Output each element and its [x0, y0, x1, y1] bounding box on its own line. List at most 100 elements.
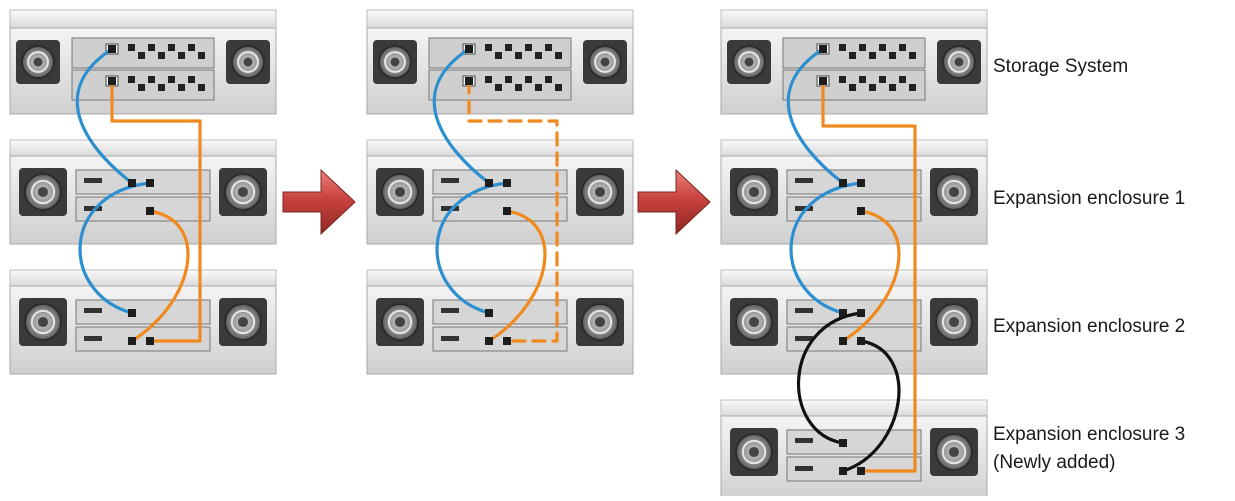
- chassis-top: [720, 399, 988, 417]
- host-port-icon: [839, 44, 846, 51]
- cable-orange: [821, 79, 917, 473]
- cable-connector: [839, 337, 847, 345]
- host-port-icon: [148, 44, 155, 51]
- label-expansion-enclosure-1: Expansion enclosure 1: [993, 188, 1186, 209]
- cable-blue: [432, 47, 491, 185]
- fan-ring: [741, 179, 767, 205]
- expansion-enclosure-unit: [720, 139, 988, 245]
- chassis-top: [720, 269, 988, 287]
- fan-hub: [390, 57, 400, 67]
- host-port-icon: [178, 84, 185, 91]
- cable-orange-removed: [467, 79, 559, 343]
- fan-ring: [741, 309, 767, 335]
- cable-connector: [485, 337, 493, 345]
- cable-connector: [857, 207, 865, 215]
- host-port-icon: [188, 44, 195, 51]
- fan-hub: [243, 57, 253, 67]
- chassis-top: [9, 9, 277, 29]
- host-port-icon: [879, 44, 886, 51]
- label-expansion-enclosure-2: Expansion enclosure 2: [993, 316, 1186, 337]
- host-port-icon: [128, 76, 135, 83]
- storage-system-unit: [9, 9, 277, 115]
- cable-blue: [786, 47, 845, 185]
- cable-connector: [503, 337, 511, 345]
- cable-connector: [857, 337, 865, 345]
- host-port-icon: [158, 52, 165, 59]
- fan-ring: [587, 309, 613, 335]
- fan-hub: [748, 316, 760, 328]
- host-port-icon: [859, 76, 866, 83]
- cable-connector: [857, 309, 865, 317]
- module-handle: [795, 438, 813, 443]
- fan-hub: [600, 57, 610, 67]
- module-handle: [795, 336, 813, 341]
- cable-connector: [108, 77, 116, 85]
- host-port-icon: [899, 76, 906, 83]
- cable-orange: [110, 79, 202, 343]
- cables-layer: [75, 45, 917, 475]
- host-port-icon: [535, 52, 542, 59]
- cable-black: [797, 311, 863, 445]
- host-port-icon: [188, 76, 195, 83]
- chassis-top: [366, 139, 634, 157]
- module-handle: [441, 308, 459, 313]
- fan-hub: [33, 57, 43, 67]
- module-handle: [441, 336, 459, 341]
- cable-connector: [839, 467, 847, 475]
- cable-connector: [146, 179, 154, 187]
- fan-ring: [30, 309, 56, 335]
- fan-ring: [387, 309, 413, 335]
- host-port-icon: [495, 84, 502, 91]
- expansion-enclosure-unit: [9, 269, 277, 375]
- host-port-icon: [859, 44, 866, 51]
- fan-ring: [384, 51, 406, 73]
- fan-ring: [27, 51, 49, 73]
- host-port-icon: [555, 84, 562, 91]
- fan-hub: [748, 446, 760, 458]
- fan-hub: [237, 316, 249, 328]
- host-port-icon: [849, 84, 856, 91]
- expansion-enclosure-unit: [366, 139, 634, 245]
- cable-connector: [485, 309, 493, 317]
- chassis-top: [720, 9, 988, 29]
- host-port-icon: [889, 84, 896, 91]
- expansion-enclosure-unit: [366, 269, 634, 375]
- module-handle: [441, 178, 459, 183]
- cable-black: [841, 339, 901, 473]
- host-port-icon: [198, 52, 205, 59]
- cable-orange: [841, 209, 901, 343]
- host-port-icon: [138, 52, 145, 59]
- host-port-icon: [879, 76, 886, 83]
- host-port-icon: [839, 76, 846, 83]
- host-port-icon: [505, 76, 512, 83]
- host-port-icon: [545, 44, 552, 51]
- module-handle: [84, 178, 102, 183]
- module-handle: [795, 206, 813, 211]
- fan-ring: [738, 51, 760, 73]
- io-module: [75, 196, 211, 222]
- cable-connector: [465, 77, 473, 85]
- host-port-icon: [909, 84, 916, 91]
- host-port-icon: [849, 52, 856, 59]
- host-port-icon: [485, 44, 492, 51]
- fan-ring: [230, 309, 256, 335]
- label-storage-system: Storage System: [993, 56, 1129, 77]
- chassis-top: [366, 269, 634, 287]
- storage-system-unit: [366, 9, 634, 115]
- fan-hub: [948, 316, 960, 328]
- host-port-icon: [869, 84, 876, 91]
- module-handle: [441, 206, 459, 211]
- expansion-enclosure-unit: [9, 139, 277, 245]
- cable-blue: [78, 181, 152, 315]
- fan-ring: [948, 51, 970, 73]
- host-port-icon: [525, 44, 532, 51]
- units-layer: [9, 9, 988, 501]
- module-handle: [795, 178, 813, 183]
- fan-ring: [741, 439, 767, 465]
- cable-connector: [108, 45, 116, 53]
- cable-blue: [789, 181, 863, 315]
- cable-connector: [128, 309, 136, 317]
- module-handle: [84, 308, 102, 313]
